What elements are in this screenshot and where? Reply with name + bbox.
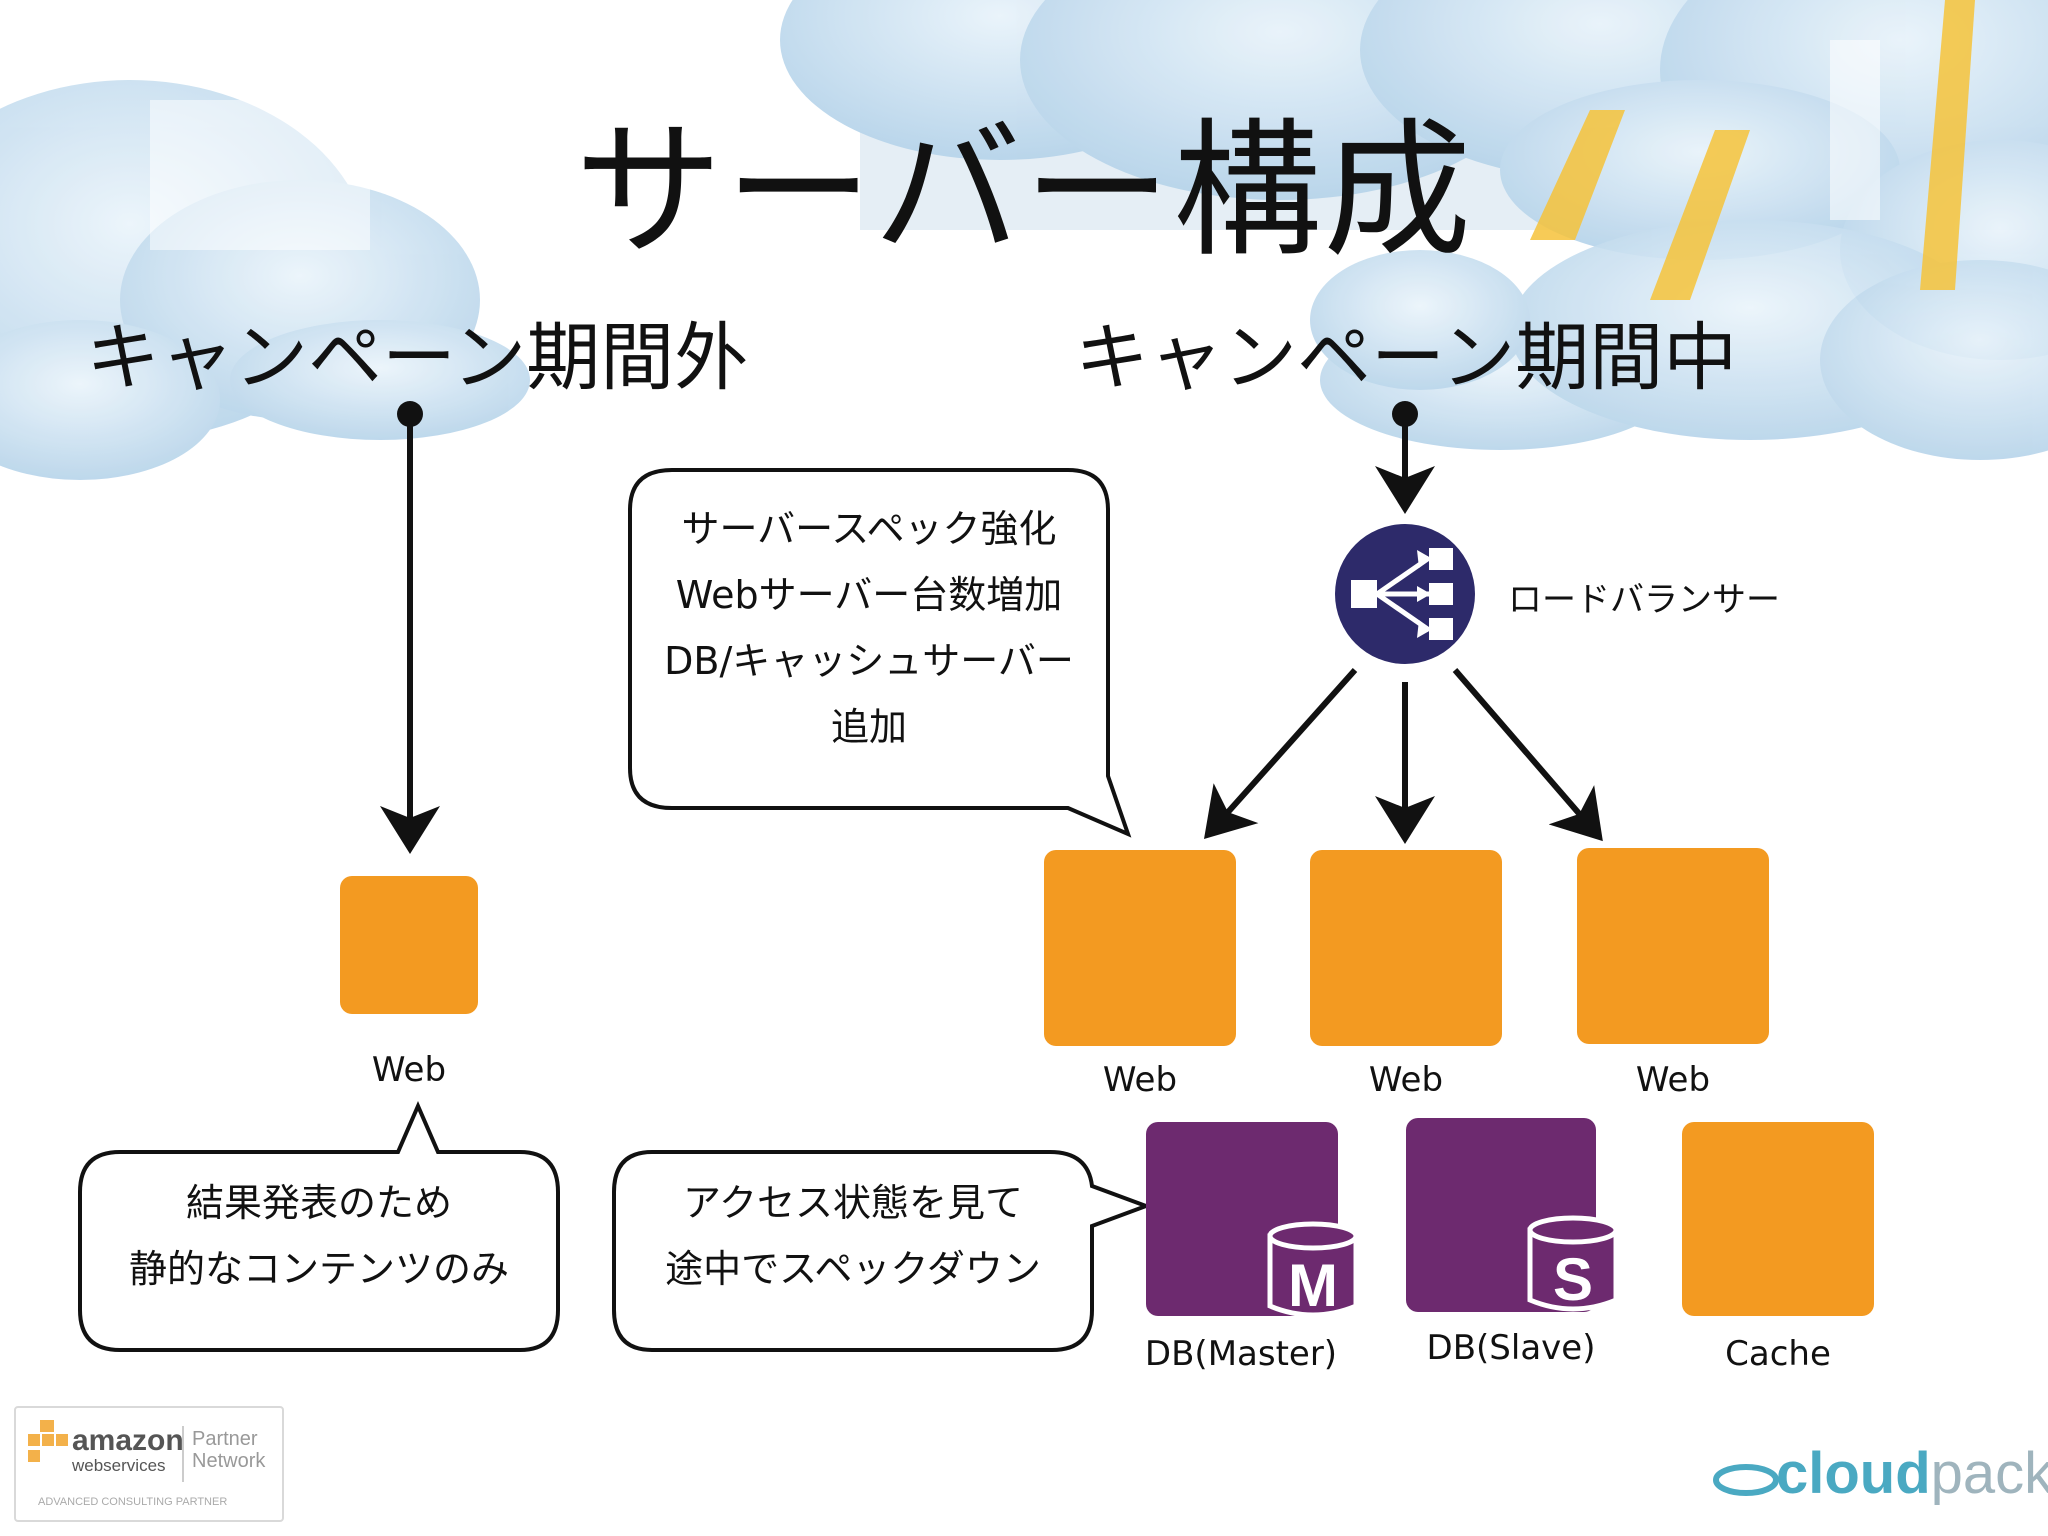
amazon-partner-network: Partner Network xyxy=(192,1428,265,1472)
amazon-partner-logo: amazon webservices Partner Network ADVAN… xyxy=(14,1406,284,1522)
web-server-node-2 xyxy=(1310,850,1502,1046)
cloudpack-logo: cloudpack xyxy=(1776,1440,2048,1507)
db-slave-label: DB(Slave) xyxy=(1426,1328,1596,1368)
access-note: アクセス状態を見て 途中でスペックダウン xyxy=(614,1170,1092,1302)
cloudpack-pack: pack xyxy=(1930,1441,2048,1506)
web-label-2: Web xyxy=(1368,1060,1444,1100)
access-note-bubble xyxy=(612,1150,1152,1352)
cloudpack-cloud: cloud xyxy=(1776,1441,1931,1506)
heading-during-campaign: キャンペーン期間中 xyxy=(1075,315,1738,401)
left-note-bubble xyxy=(78,1100,560,1352)
web-label-1: Web xyxy=(1102,1060,1178,1100)
amazon-partner-text: Partner xyxy=(192,1428,258,1450)
left-note: 結果発表のため 静的なコンテンツのみ xyxy=(80,1170,558,1302)
db-slave-badge: S xyxy=(1553,1246,1593,1313)
web-server-node-1 xyxy=(1044,850,1236,1046)
db-master-badge: M xyxy=(1288,1252,1338,1319)
amazon-sub: ADVANCED CONSULTING PARTNER xyxy=(38,1496,228,1508)
upgrade-note-bubble xyxy=(628,468,1132,838)
left-note-line-1: 結果発表のため xyxy=(185,1181,452,1225)
aws-cubes-icon xyxy=(28,1420,68,1462)
lb-to-web-3-arrow xyxy=(1452,668,1603,842)
upgrade-note-line-1: サーバースペック強化 xyxy=(681,507,1057,551)
load-balancer-label: ロードバランサー xyxy=(1508,580,1780,620)
amazon-network-text: Network xyxy=(192,1450,266,1472)
web-server-node-3 xyxy=(1577,848,1769,1044)
cloudpack-swoosh-icon xyxy=(1713,1464,1779,1496)
slide-title: サーバー構成 xyxy=(574,105,1474,277)
load-balancer-icon xyxy=(1335,524,1475,664)
amazon-divider xyxy=(182,1426,184,1482)
web-label-left: Web xyxy=(371,1050,447,1090)
web-server-node-left xyxy=(340,876,478,1014)
upgrade-note: サーバースペック強化 Webサーバー台数増加 DB/キャッシュサーバー 追加 xyxy=(630,496,1108,760)
amazon-word: amazon xyxy=(72,1424,184,1457)
access-note-line-2: 途中でスペックダウン xyxy=(665,1247,1041,1291)
amazon-webservices: webservices xyxy=(72,1456,166,1475)
cache-label: Cache xyxy=(1725,1334,1831,1374)
upgrade-note-line-4: 追加 xyxy=(830,705,907,749)
lb-to-web-1-arrow xyxy=(1204,668,1358,839)
upgrade-note-line-2: Webサーバー台数増加 xyxy=(675,573,1063,617)
database-cylinder-icon: S xyxy=(1527,1215,1619,1313)
heading-off-campaign: キャンペーン期間外 xyxy=(86,315,749,401)
database-cylinder-icon: M xyxy=(1267,1221,1359,1319)
upgrade-note-line-3: DB/キャッシュサーバー xyxy=(664,639,1074,683)
cache-node xyxy=(1682,1122,1874,1316)
access-note-line-1: アクセス状態を見て xyxy=(682,1181,1024,1225)
db-master-label: DB(Master) xyxy=(1144,1334,1338,1374)
left-note-line-2: 静的なコンテンツのみ xyxy=(128,1247,509,1291)
web-label-3: Web xyxy=(1635,1060,1711,1100)
